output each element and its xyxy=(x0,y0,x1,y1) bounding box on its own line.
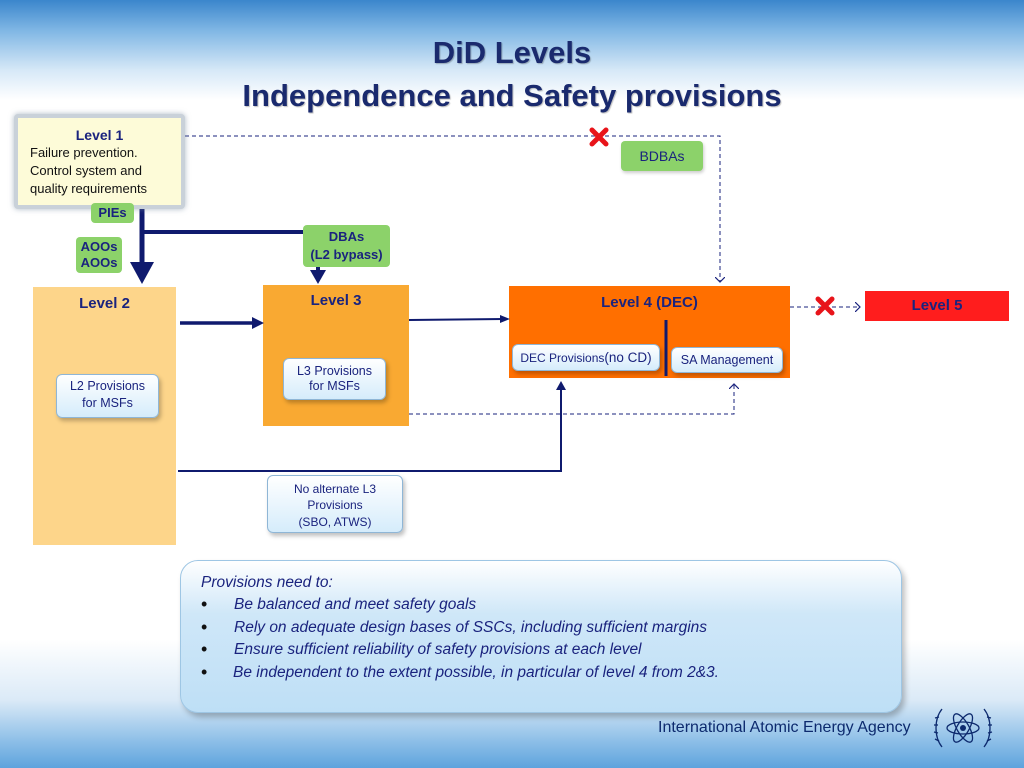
level-1-line: Control system and xyxy=(30,163,142,178)
level-1-box: Level 1 Failure prevention. Control syst… xyxy=(14,114,185,209)
bullet-icon: • xyxy=(201,594,208,614)
level-1-line: Failure prevention. xyxy=(30,145,138,160)
iaea-logo-icon xyxy=(933,708,993,748)
dbas-bypass-label: (L2 bypass) xyxy=(310,247,383,262)
list-item: • Be independent to the extent possible, … xyxy=(201,662,901,685)
dec-provisions-label: DEC Provisions xyxy=(520,351,605,365)
level-3-column xyxy=(263,285,409,426)
level-5-box: Level 5 xyxy=(865,291,1009,321)
bdbas-tag: BDBAs xyxy=(621,141,703,171)
l2-provisions-box: L2 Provisions for MSFs xyxy=(56,374,159,418)
provision-text: Be independent to the extent possible, i… xyxy=(233,663,719,681)
level-2-heading: Level 2 xyxy=(79,295,130,312)
arrow-head-level2 xyxy=(130,262,154,284)
level-1-heading: Level 1 xyxy=(75,127,124,143)
no-alternate-box: No alternate L3 Provisions (SBO, ATWS) xyxy=(267,475,403,533)
sa-management-box: SA Management xyxy=(671,347,783,373)
arrow-head-level3 xyxy=(310,270,326,284)
level-1-line: quality requirements xyxy=(30,181,148,196)
title-line-1: DiD Levels xyxy=(432,35,592,70)
pies-tag: PIEs xyxy=(91,203,134,223)
l3-provisions-label: L3 Provisions xyxy=(296,364,373,378)
provision-text: Ensure sufficient reliability of safety … xyxy=(234,641,642,658)
list-item: • Rely on adequate design bases of SSCs, … xyxy=(201,617,901,640)
l2-provisions-label: L2 Provisions xyxy=(69,379,146,393)
level-3-heading: Level 3 xyxy=(310,292,362,309)
footer-org-name: International Atomic Energy Agency xyxy=(658,719,911,736)
dec-provisions-box: DEC Provisions(no CD) xyxy=(512,344,660,371)
provision-text: Rely on adequate design bases of SSCs, i… xyxy=(234,618,708,636)
bullet-icon: • xyxy=(201,616,208,637)
l3-provisions-box: L3 Provisions for MSFs xyxy=(283,358,386,400)
arrow-level1-to-level3 xyxy=(142,230,320,272)
provisions-box: Provisions need to: • Be balanced and mee… xyxy=(180,560,902,713)
arrow-level2-to-dec xyxy=(178,387,562,472)
provisions-intro: Provisions need to: xyxy=(201,574,333,591)
l3-provisions-sub: for MSFs xyxy=(309,379,360,393)
provision-text: Be balanced and meet safety goals xyxy=(234,596,477,613)
l2-provisions-sub: for MSFs xyxy=(82,396,133,410)
dbas-label: DBAs xyxy=(328,229,365,244)
aoos-tag: AOOs AOOs xyxy=(76,237,122,273)
no-alternate-line: Provisions xyxy=(307,497,363,512)
list-item: • Ensure sufficient reliability of safety… xyxy=(201,639,901,662)
list-item: • Be balanced and meet safety goals xyxy=(201,594,901,617)
dashed-level3-to-sa xyxy=(409,384,734,415)
dashed-level1-to-level4 xyxy=(185,135,720,282)
no-alternate-line: (SBO, ATWS) xyxy=(298,515,372,529)
title-line-2: Independence and Safety provisions xyxy=(242,78,782,113)
no-cd-label: (no CD) xyxy=(604,350,652,365)
aoos-label: AOOs xyxy=(80,239,118,254)
aoos-label: AOOs xyxy=(80,255,118,270)
bullet-icon: • xyxy=(201,661,208,682)
cross-icon-level5 xyxy=(815,296,835,316)
cross-icon-top xyxy=(589,127,609,147)
provisions-list: • Be balanced and meet safety goals • Rely… xyxy=(201,594,901,684)
no-alternate-line: No alternate L3 xyxy=(293,482,377,496)
dbas-tag: DBAs (L2 bypass) xyxy=(303,225,390,267)
arrow-level3-to-level4 xyxy=(408,318,505,321)
bullet-icon: • xyxy=(201,639,208,659)
level-4-heading: Level 4 (DEC) xyxy=(601,294,698,311)
